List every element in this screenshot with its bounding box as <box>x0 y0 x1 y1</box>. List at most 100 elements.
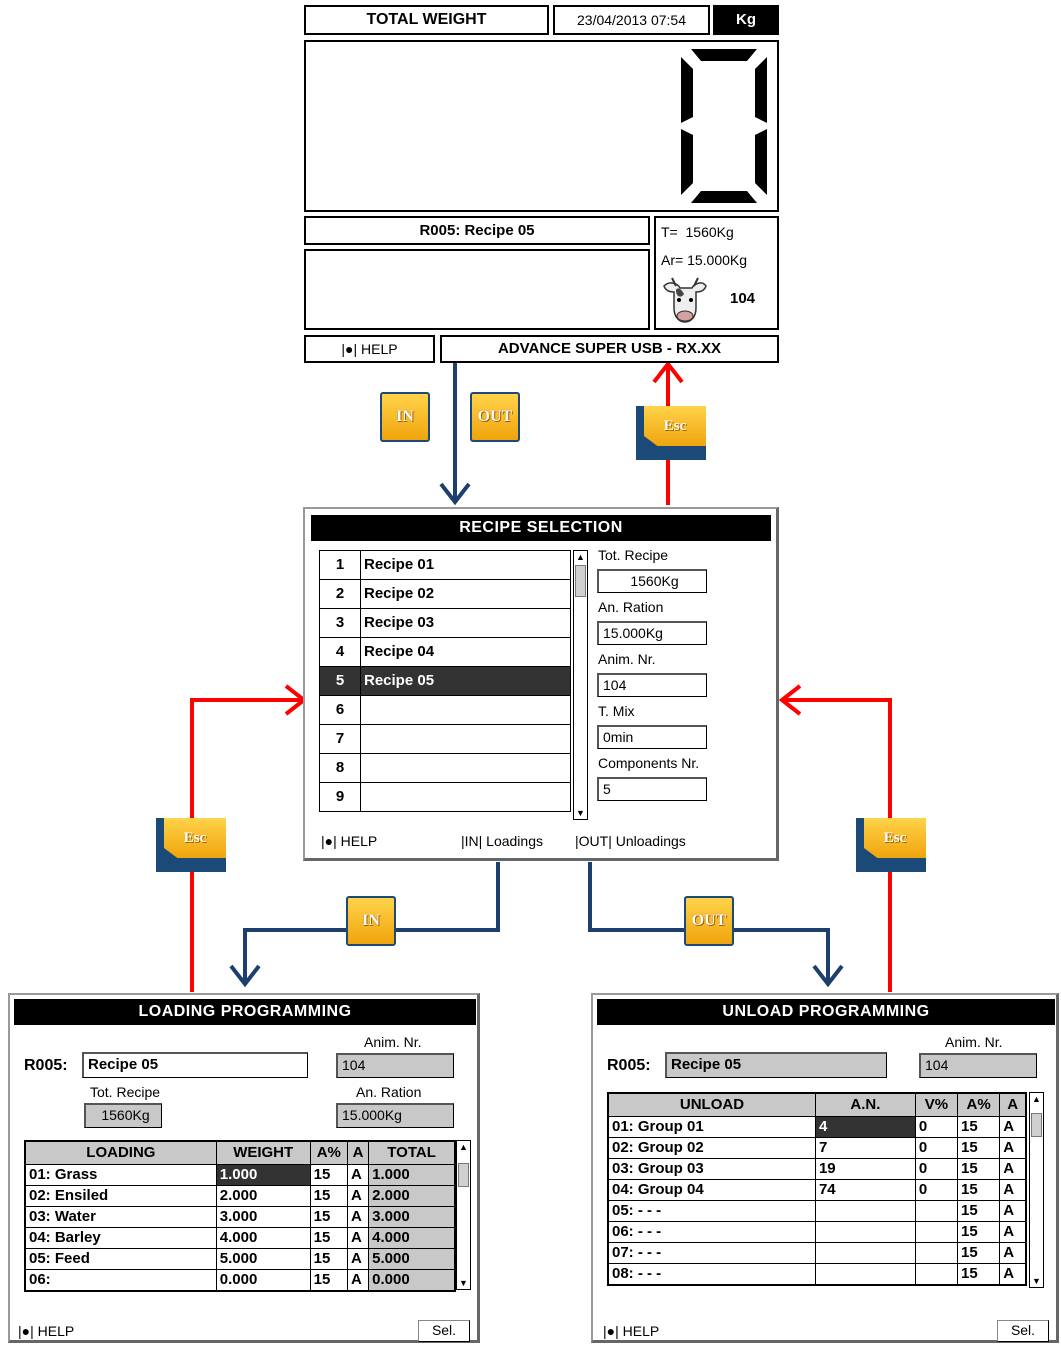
column-header: A <box>999 1092 1027 1117</box>
table-cell: A <box>999 1116 1027 1138</box>
recipe-row[interactable]: 8 <box>319 753 571 783</box>
column-header: A% <box>957 1092 1001 1117</box>
recipe-number: 5 <box>319 666 361 696</box>
help-hint[interactable]: |●| HELP <box>18 1323 75 1339</box>
table-cell: 06: <box>24 1269 217 1292</box>
scroll-thumb[interactable] <box>1031 1113 1042 1137</box>
esc-key-icon[interactable]: Esc <box>156 818 226 872</box>
scroll-up-icon[interactable]: ▲ <box>1032 1094 1041 1104</box>
total-weight-title: TOTAL WEIGHT <box>304 5 549 35</box>
tot-recipe-field: 1560Kg <box>84 1103 162 1128</box>
table-cell: 05: Feed <box>24 1248 217 1270</box>
unloadings-hint[interactable]: |OUT| Unloadings <box>575 833 686 849</box>
table-cell: 3.000 <box>215 1206 311 1228</box>
table-cell: 15 <box>957 1200 1001 1222</box>
loading-scrollbar[interactable]: ▲ ▼ <box>456 1140 471 1290</box>
scroll-up-icon[interactable]: ▲ <box>459 1142 468 1152</box>
recipe-row[interactable]: 6 <box>319 695 571 725</box>
table-cell: 02: Group 02 <box>607 1137 816 1159</box>
animals-value: 104 <box>730 290 756 307</box>
table-cell: 15 <box>957 1137 1001 1159</box>
help-hint[interactable]: |●| HELP <box>321 833 378 849</box>
recipe-name: Recipe 01 <box>360 550 571 580</box>
cow-icon <box>663 277 707 323</box>
column-header: UNLOAD <box>607 1092 816 1117</box>
recipe-name-field[interactable]: Recipe 05 <box>82 1052 308 1078</box>
scroll-down-icon[interactable]: ▼ <box>1032 1276 1041 1286</box>
help-hint[interactable]: |●| HELP <box>603 1323 660 1339</box>
esc-key-icon[interactable]: Esc <box>856 818 926 872</box>
t-mix-label: T. Mix <box>598 703 635 719</box>
column-header: A.N. <box>814 1092 916 1117</box>
components-field: 5 <box>597 777 707 801</box>
recipe-name <box>360 753 571 783</box>
recipe-number: 4 <box>319 637 361 667</box>
out-key-icon[interactable]: OUT <box>684 896 734 946</box>
column-header: V% <box>914 1092 959 1117</box>
recipe-list-scrollbar[interactable]: ▲ ▼ <box>573 550 588 820</box>
anim-nr-label: Anim. Nr. <box>598 651 656 667</box>
out-key-icon[interactable]: OUT <box>470 392 520 442</box>
in-key-icon[interactable]: IN <box>380 392 430 442</box>
unload-scrollbar[interactable]: ▲ ▼ <box>1029 1092 1044 1288</box>
table-cell <box>914 1200 959 1222</box>
loadings-hint[interactable]: |IN| Loadings <box>461 833 543 849</box>
recipe-number: 3 <box>319 608 361 638</box>
unit-badge: Kg <box>713 5 779 35</box>
totals-panel: T= 1560Kg Ar= 15.000Kg 104 <box>654 216 779 330</box>
table-cell: 74 <box>814 1179 916 1201</box>
in-key-icon[interactable]: IN <box>346 896 396 946</box>
scroll-thumb[interactable] <box>575 565 586 597</box>
anim-nr-label: Anim. Nr. <box>945 1034 1003 1050</box>
help-bar[interactable]: |●| HELP <box>304 335 435 363</box>
table-cell: A <box>999 1221 1027 1243</box>
table-cell: 15 <box>309 1164 348 1186</box>
scroll-thumb[interactable] <box>458 1163 469 1187</box>
scroll-up-icon[interactable]: ▲ <box>576 552 585 562</box>
table-cell: A <box>999 1158 1027 1180</box>
table-cell: 15 <box>309 1227 348 1249</box>
recipe-number: 9 <box>319 782 361 812</box>
table-cell <box>814 1200 916 1222</box>
table-cell: 5.000 <box>368 1248 456 1270</box>
scroll-down-icon[interactable]: ▼ <box>576 808 585 818</box>
recipe-selection-title: RECIPE SELECTION <box>311 515 771 541</box>
table-cell: A <box>999 1137 1027 1159</box>
sel-button[interactable]: Sel. <box>997 1320 1049 1342</box>
recipe-bar: R005: Recipe 05 <box>304 216 650 245</box>
sel-button[interactable]: Sel. <box>418 1320 470 1342</box>
recipe-number: 7 <box>319 724 361 754</box>
table-cell: 0.000 <box>368 1269 456 1292</box>
table-cell: 4.000 <box>368 1227 456 1249</box>
recipe-name <box>360 782 571 812</box>
column-header: WEIGHT <box>215 1140 311 1165</box>
table-cell <box>814 1242 916 1264</box>
recipe-row[interactable]: 9 <box>319 782 571 812</box>
recipe-row[interactable]: 7 <box>319 724 571 754</box>
esc-key-icon[interactable]: Esc <box>636 406 706 460</box>
table-cell: 15 <box>309 1206 348 1228</box>
table-cell: A <box>999 1263 1027 1286</box>
table-cell: A <box>346 1269 370 1292</box>
scroll-down-icon[interactable]: ▼ <box>459 1278 468 1288</box>
